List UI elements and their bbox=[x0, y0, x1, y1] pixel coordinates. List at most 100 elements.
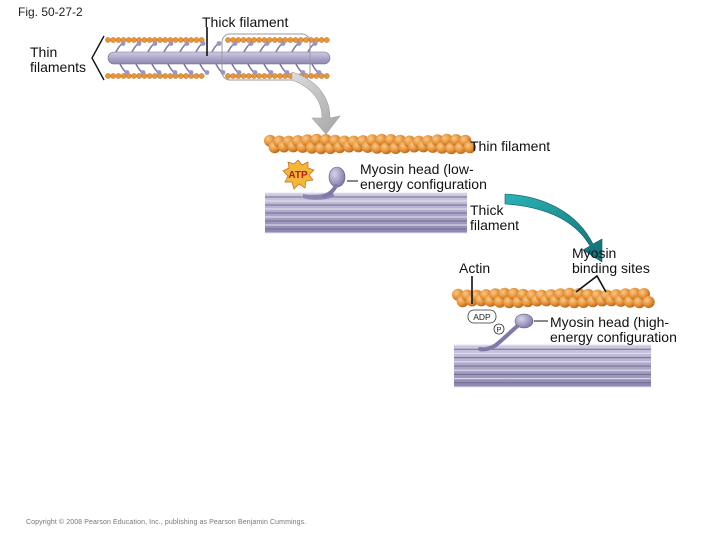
overview-myosin-arm bbox=[179, 43, 187, 53]
overview-actin-bead bbox=[177, 37, 184, 43]
overview-myosin-head bbox=[152, 41, 158, 46]
overview-actin-bead bbox=[146, 73, 153, 79]
overview-zoom-region bbox=[221, 33, 311, 81]
overview-myosin-head bbox=[316, 70, 322, 75]
overview-actin-bead bbox=[323, 73, 330, 79]
binding-sites-label-2: binding sites bbox=[572, 260, 650, 276]
overview-myosin-head bbox=[268, 70, 274, 75]
overview-myosin-arm bbox=[247, 63, 255, 73]
overview-actin-bead bbox=[115, 73, 122, 79]
thin-filaments-label-1: Thin bbox=[30, 44, 58, 60]
overview-actin-bead bbox=[157, 37, 163, 43]
copyright-notice: Copyright © 2008 Pearson Education, Inc.… bbox=[26, 519, 307, 526]
overview-myosin-head bbox=[168, 41, 174, 46]
overview-actin-bead bbox=[193, 37, 200, 43]
actin-filament-2 bbox=[452, 287, 655, 309]
panel-low-energy: ATP bbox=[264, 133, 476, 234]
actin-bead bbox=[642, 296, 655, 309]
overview-myosin-head bbox=[284, 70, 290, 75]
overview-actin-bead bbox=[167, 73, 174, 79]
overview-myosin-head bbox=[120, 41, 126, 46]
overview-actin-bead bbox=[256, 73, 263, 79]
overview-actin-bead bbox=[146, 37, 153, 43]
overview-myosin-head bbox=[252, 70, 258, 75]
myosin-low-label-2: energy configuration bbox=[360, 176, 487, 192]
thick-filament-label-top: Thick filament bbox=[202, 14, 289, 30]
overview-myosin-arm bbox=[291, 43, 299, 53]
overview-myosin-head bbox=[156, 70, 162, 75]
overview-myosin-arm bbox=[243, 43, 251, 53]
overview-myosin-arm bbox=[195, 43, 203, 53]
overview-actin-bead bbox=[287, 37, 294, 43]
binding-sites-leader bbox=[575, 274, 607, 293]
overview-myosin-arm bbox=[275, 43, 283, 53]
overview-myosin-arm bbox=[263, 63, 271, 73]
overview-actin-bead bbox=[256, 37, 263, 43]
zoom-arrow-gray bbox=[291, 71, 341, 135]
overview-actin-bead bbox=[131, 73, 137, 79]
actin-filament-1 bbox=[264, 133, 476, 155]
myosin-head-high bbox=[514, 313, 534, 329]
overview-actin-bead bbox=[162, 37, 168, 43]
overview-actin-bead bbox=[245, 73, 252, 79]
overview-myosin-arm bbox=[131, 43, 139, 53]
overview-actin-bead bbox=[303, 37, 309, 43]
overview-myosin-arm bbox=[259, 43, 267, 53]
overview-myosin-arm bbox=[215, 63, 223, 73]
overview-actin-bead bbox=[141, 37, 148, 43]
overview-myosin-arm bbox=[311, 63, 319, 73]
overview-myosin-arm bbox=[183, 63, 191, 73]
overview-myosin-arm bbox=[167, 63, 175, 73]
overview-actin-bead bbox=[271, 37, 278, 43]
overview-actin-bead bbox=[131, 37, 137, 43]
thick-filament-label-1: Thick bbox=[470, 202, 504, 218]
overview-myosin-arm bbox=[279, 63, 287, 73]
pi-badge-label: P bbox=[496, 325, 501, 334]
overview-myosin-arm bbox=[227, 43, 235, 53]
overview-actin-bead bbox=[105, 73, 111, 79]
overview-myosin-arm bbox=[147, 43, 155, 53]
overview-actin-bead bbox=[188, 37, 194, 43]
overview-actin-bead bbox=[225, 37, 231, 43]
overview-myosin-head bbox=[172, 70, 178, 75]
overview-actin-bead bbox=[110, 37, 116, 43]
adp-badge bbox=[467, 309, 497, 324]
overview-myosin-head bbox=[216, 41, 222, 46]
overview-actin-bead bbox=[193, 73, 200, 79]
overview-myosin-head bbox=[124, 70, 130, 75]
overview-actin-bead bbox=[110, 73, 116, 79]
overview-actin-bead bbox=[323, 37, 330, 43]
overview-myosin-head bbox=[232, 41, 238, 46]
overview-actin-bead bbox=[177, 73, 184, 79]
actin-bead bbox=[463, 141, 476, 154]
overview-myosin-head bbox=[184, 41, 190, 46]
overview-myosin-head bbox=[264, 41, 270, 46]
overview-myosin-arm bbox=[119, 63, 127, 73]
overview-myosin-arm bbox=[307, 43, 315, 53]
overview-thin-filament-top bbox=[105, 37, 330, 43]
overview-myosin-arm bbox=[151, 63, 159, 73]
overview-actin-bead bbox=[318, 37, 325, 43]
overview-actin-bead bbox=[261, 73, 268, 79]
overview-myosin-arm bbox=[199, 63, 207, 73]
myosin-high-label-2: energy configuration bbox=[550, 329, 677, 345]
overview-thick-filament bbox=[107, 51, 331, 65]
overview-actin-bead bbox=[198, 73, 205, 79]
myosin-high-label-1: Myosin head (high- bbox=[550, 314, 670, 330]
overview-myosin-arm bbox=[211, 43, 219, 53]
overview-actin-bead bbox=[240, 73, 247, 79]
overview-actin-bead bbox=[151, 73, 158, 79]
overview-actin-bead bbox=[277, 73, 283, 79]
overview-myosin-heads bbox=[115, 41, 322, 75]
thin-filaments-label-2: filaments bbox=[30, 59, 87, 75]
overview-myosin-head bbox=[248, 41, 254, 46]
adp-badge-label: ADP bbox=[473, 312, 491, 322]
overview-myosin-head bbox=[280, 41, 286, 46]
thick-filament-2 bbox=[454, 344, 651, 388]
binding-sites-label-1: Myosin bbox=[572, 245, 617, 261]
thin-filament-label: Thin filament bbox=[470, 138, 551, 154]
overview-actin-bead bbox=[136, 73, 142, 79]
overview-actin-bead bbox=[225, 73, 231, 79]
overview-actin-bead bbox=[271, 73, 278, 79]
